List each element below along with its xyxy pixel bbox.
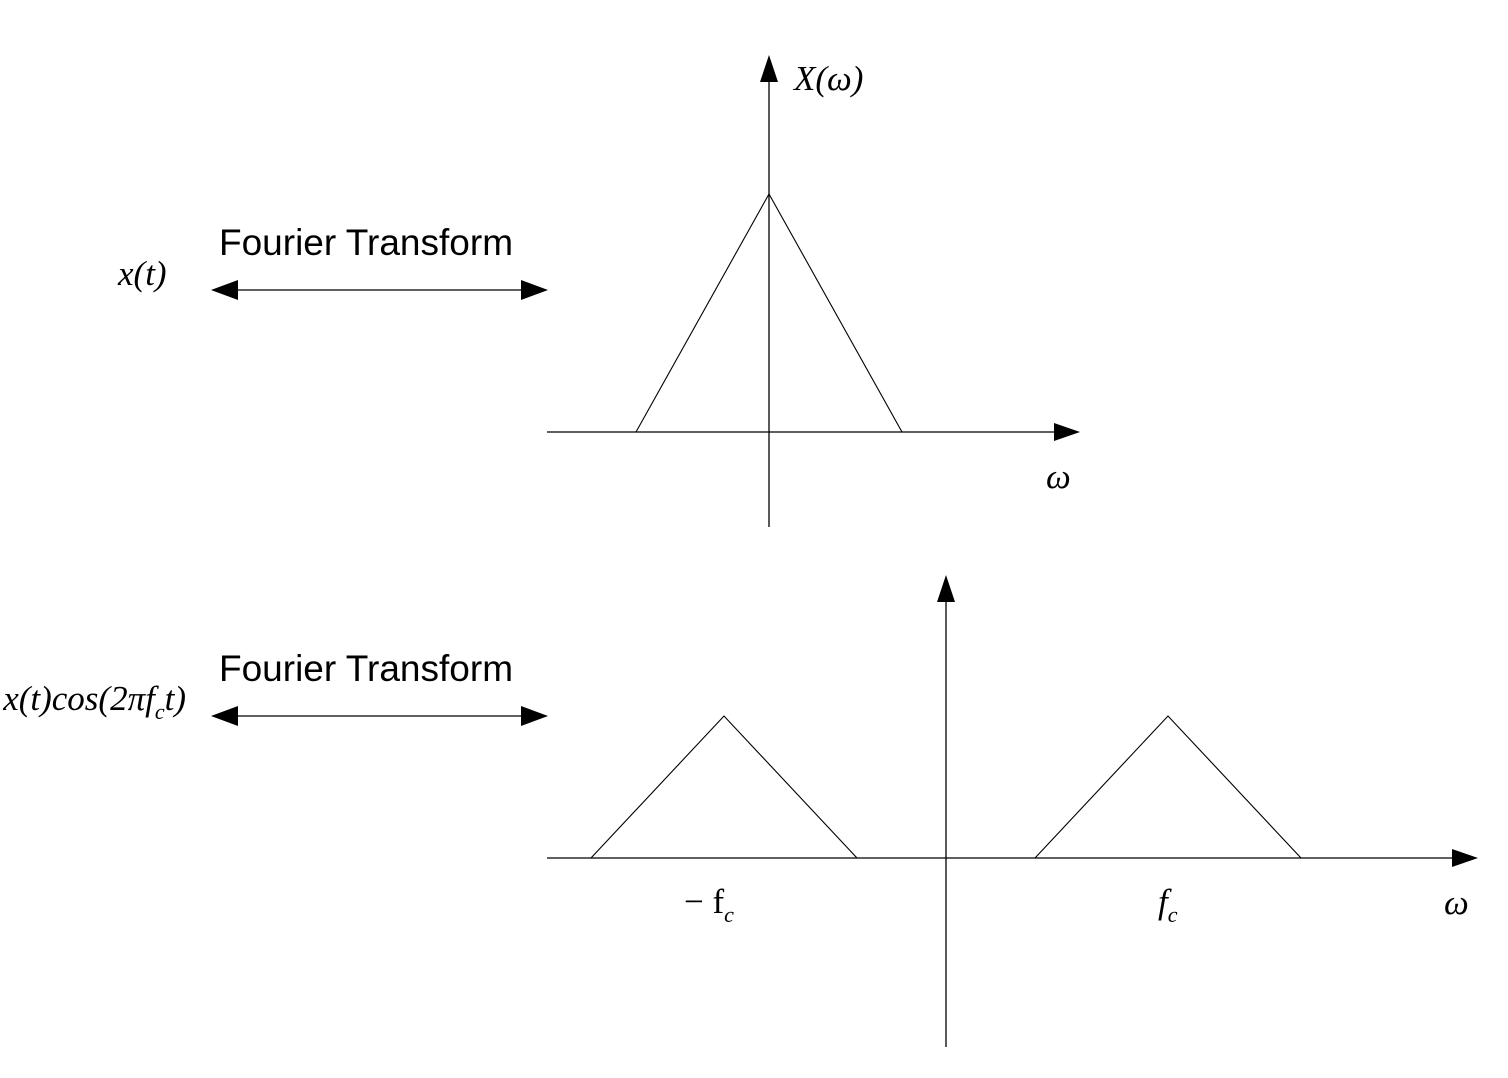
top-y-axis-arrowhead — [760, 55, 778, 82]
bottom-negative-spectrum-triangle — [590, 715, 858, 859]
bottom-signal-label: x(t)cos(2πfct) — [2, 679, 186, 724]
top-panel: x(t) Fourier Transform X(ω) ω — [117, 55, 1080, 527]
bottom-y-axis-arrowhead — [937, 575, 955, 602]
bottom-panel: x(t)cos(2πfct) Fourier Transform − fc fc… — [2, 575, 1478, 1047]
top-double-arrow — [211, 280, 548, 300]
bottom-neg-carrier-main: − f — [684, 882, 724, 921]
bottom-fourier-transform-label: Fourier Transform — [219, 648, 513, 689]
bottom-axes — [547, 575, 1478, 1047]
bottom-arrow-left-head — [211, 706, 238, 726]
bottom-pos-carrier-sub: c — [1168, 902, 1178, 927]
bottom-signal-main: x(t)cos(2πf — [2, 679, 159, 718]
top-x-axis-arrowhead — [1054, 423, 1080, 441]
bottom-pos-carrier-label: fc — [1158, 882, 1178, 927]
bottom-signal-tail: t) — [165, 679, 186, 718]
bottom-double-arrow — [211, 706, 548, 726]
top-arrow-right-head — [521, 280, 548, 300]
top-y-axis-label: X(ω) — [792, 59, 863, 98]
top-axes — [547, 55, 1080, 527]
top-arrow-left-head — [211, 280, 238, 300]
bottom-signal-sub: c — [155, 699, 165, 724]
bottom-arrow-right-head — [521, 706, 548, 726]
bottom-neg-carrier-label: − fc — [684, 882, 734, 927]
top-signal-label: x(t) — [117, 254, 167, 293]
top-x-axis-label: ω — [1046, 457, 1071, 496]
bottom-x-axis-label: ω — [1444, 883, 1469, 922]
bottom-neg-carrier-sub: c — [724, 902, 734, 927]
bottom-x-axis-arrowhead — [1452, 849, 1478, 867]
top-spectrum-triangle — [635, 192, 903, 433]
top-fourier-transform-label: Fourier Transform — [219, 222, 513, 263]
bottom-positive-spectrum-triangle — [1034, 715, 1302, 859]
